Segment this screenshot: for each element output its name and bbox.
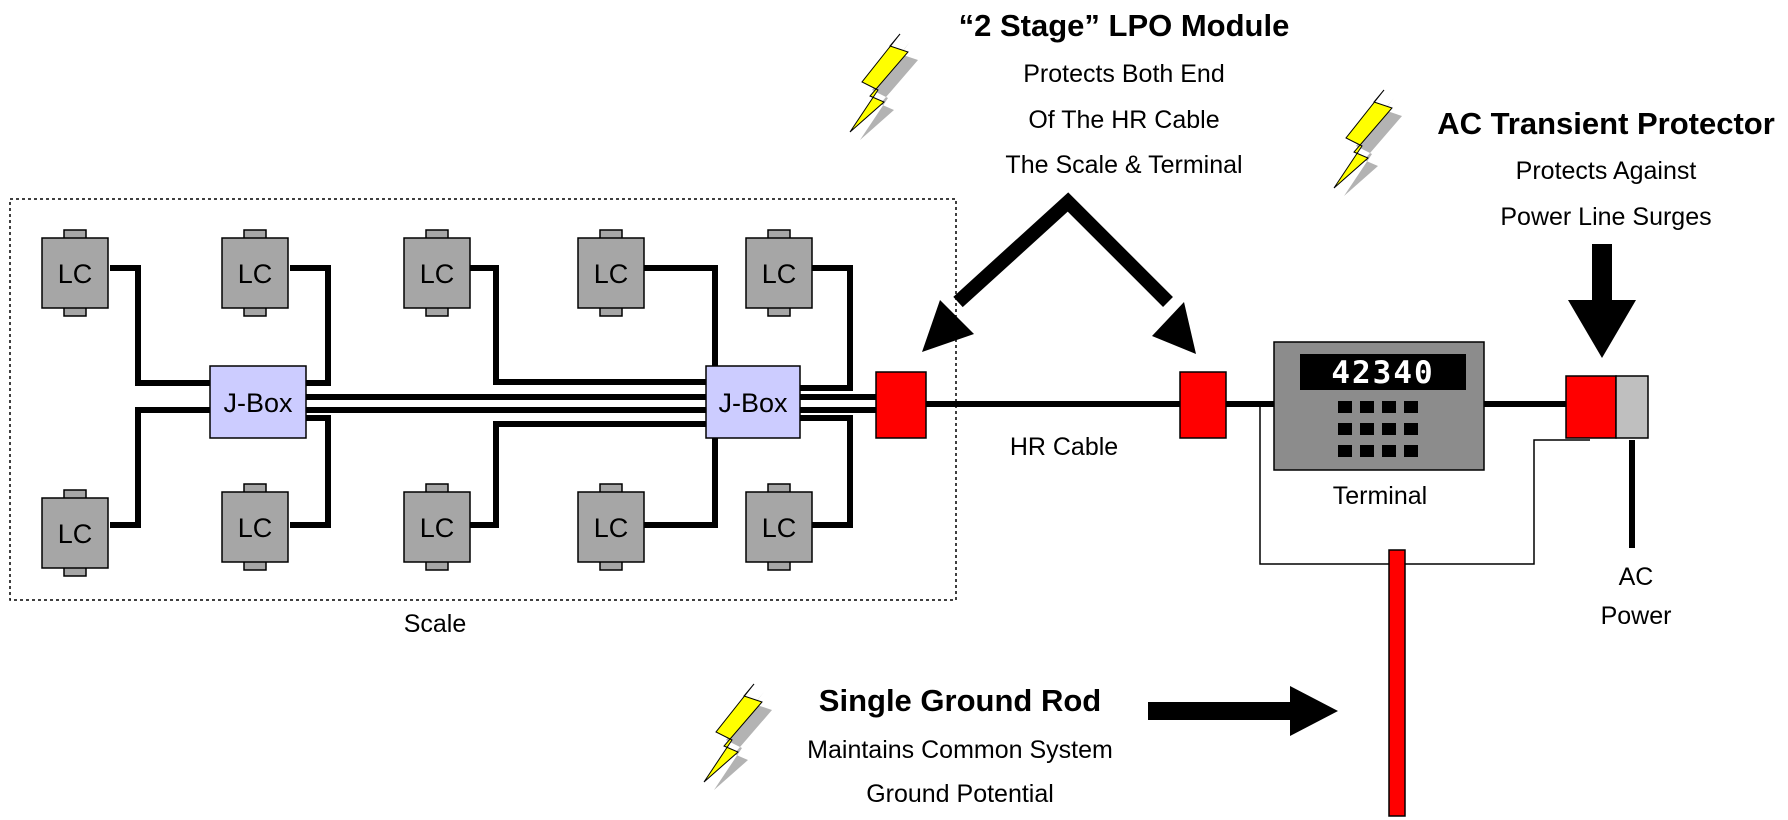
svg-text:LC: LC: [594, 513, 629, 543]
load-cell: LC: [403, 483, 471, 571]
load-cell: LC: [221, 229, 289, 317]
terminal-label: Terminal: [1333, 482, 1427, 510]
ground-rod-line: Maintains Common System: [807, 736, 1113, 764]
lightning-bolt-icon: [703, 683, 773, 791]
ac-power-label-line1: AC: [1619, 563, 1654, 591]
lightning-bolt-icon: [849, 33, 919, 141]
ac-protector-line: Protects Against: [1516, 157, 1697, 185]
ground-rod-arrow: [1148, 686, 1338, 736]
hr-cable-label: HR Cable: [1010, 433, 1118, 461]
ac-power-label-line2: Power: [1601, 602, 1672, 630]
lpo-module-line: The Scale & Terminal: [1005, 151, 1242, 179]
svg-text:LC: LC: [238, 513, 273, 543]
load-cell: LC: [403, 229, 471, 317]
junction-box: J-Box: [209, 365, 307, 439]
svg-text:J-Box: J-Box: [718, 388, 788, 418]
svg-text:LC: LC: [238, 259, 273, 289]
lpo-protector-scale-end: [875, 371, 927, 439]
svg-text:LC: LC: [762, 259, 797, 289]
svg-text:LC: LC: [58, 259, 93, 289]
arrow-head-right: [1152, 302, 1196, 354]
load-cell: LC: [577, 229, 645, 317]
terminal-device: 42340: [1273, 341, 1485, 471]
arrow-head-left: [922, 300, 974, 352]
terminal-display: 42340: [1331, 355, 1434, 391]
scale-wiring: [110, 265, 876, 528]
terminal-keypad: [1338, 401, 1418, 457]
load-cells: LC LC LC LC LC LC LC LC LC LC: [41, 229, 813, 577]
load-cell: LC: [745, 483, 813, 571]
junction-box: J-Box: [705, 365, 801, 439]
lpo-arrows: [953, 192, 1173, 308]
lpo-module-line: Of The HR Cable: [1028, 106, 1219, 134]
ac-transient-protector-device: [1565, 375, 1649, 439]
svg-text:LC: LC: [58, 519, 93, 549]
ground-rod-title: Single Ground Rod: [819, 683, 1101, 718]
lpo-module-line: Protects Both End: [1023, 60, 1225, 88]
load-cell: LC: [745, 229, 813, 317]
svg-text:LC: LC: [420, 259, 455, 289]
lightning-bolt-icon: [1333, 89, 1403, 197]
svg-text:LC: LC: [762, 513, 797, 543]
ground-rod: [1388, 549, 1406, 817]
svg-text:LC: LC: [420, 513, 455, 543]
ac-protector-line: Power Line Surges: [1500, 203, 1711, 231]
lpo-protector-terminal-end: [1179, 371, 1227, 439]
svg-text:J-Box: J-Box: [223, 388, 293, 418]
load-cell: LC: [41, 229, 109, 317]
scale-label: Scale: [404, 610, 467, 638]
scale-boundary: [9, 198, 957, 601]
load-cell: LC: [41, 489, 109, 577]
ground-rod-line: Ground Potential: [866, 780, 1054, 808]
load-cell: LC: [577, 483, 645, 571]
load-cell: LC: [221, 483, 289, 571]
ground-wire: [1259, 404, 1590, 565]
ac-protector-arrow: [1568, 244, 1636, 358]
lpo-module-title: “2 Stage” LPO Module: [959, 8, 1290, 43]
svg-text:LC: LC: [594, 259, 629, 289]
ac-protector-title: AC Transient Protector: [1437, 106, 1775, 141]
